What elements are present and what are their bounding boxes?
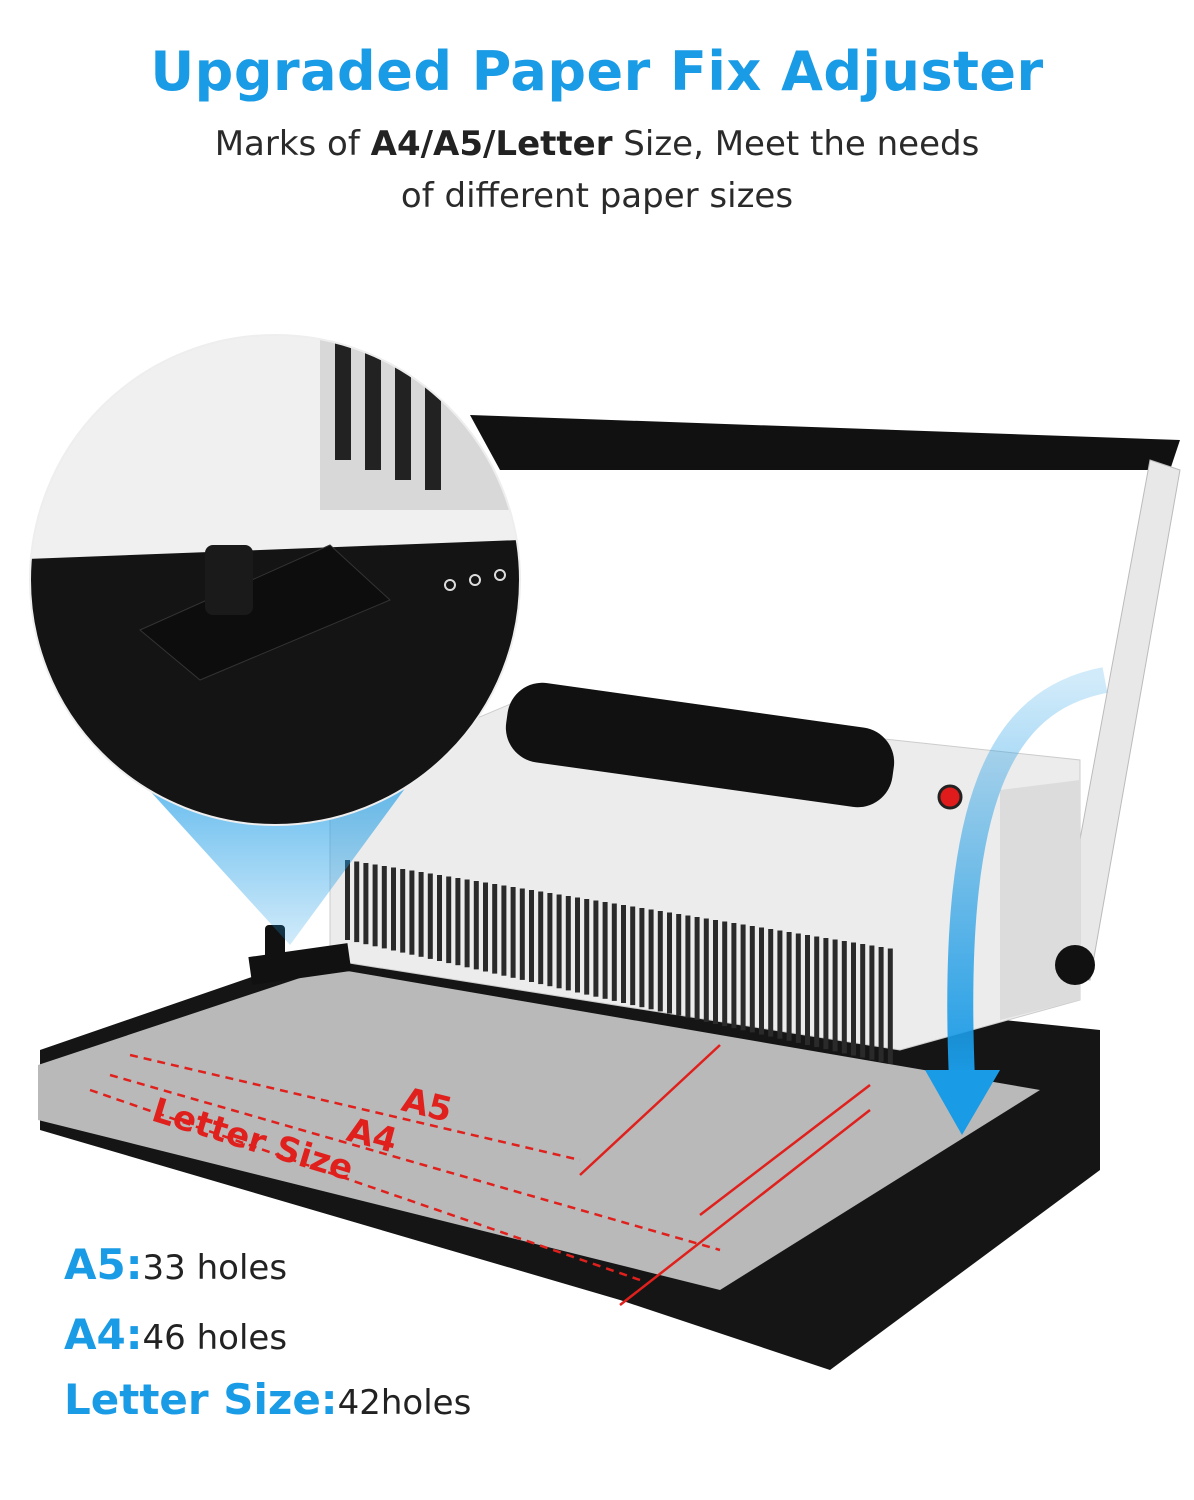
size-markings	[89, 1044, 871, 1306]
spec-a5: A5:33 holes	[64, 1240, 287, 1289]
punch-pin	[805, 935, 810, 1045]
punch-pin	[832, 939, 838, 1052]
punch-pin	[483, 882, 488, 972]
punch-pin	[381, 866, 387, 949]
punch-pin	[400, 869, 406, 953]
punch-pin	[887, 948, 893, 1064]
punch-pin	[363, 863, 369, 945]
punch-pin	[878, 947, 884, 1062]
spec-value: 46 holes	[142, 1318, 288, 1358]
punch-pin	[455, 878, 461, 966]
punch-pin	[519, 888, 525, 980]
punch-pin	[851, 942, 856, 1056]
punch-pin	[869, 945, 875, 1060]
spec-key: A4:	[64, 1310, 143, 1359]
punch-pin	[786, 932, 792, 1041]
press-down-arrow-icon	[925, 667, 1108, 1135]
punch-pin	[749, 926, 755, 1033]
punch-pin	[722, 921, 728, 1027]
punch-pin	[694, 917, 700, 1020]
subtitle: Marks of A4/A5/Letter Size, Meet the nee…	[0, 118, 1194, 222]
punch-pin	[409, 870, 415, 955]
punch-pin	[759, 927, 764, 1035]
punch-pin	[575, 897, 580, 993]
punch-pin	[630, 906, 636, 1006]
lever-handle	[470, 415, 1181, 981]
punch-pin	[593, 900, 599, 997]
spec-letter: Letter Size:42holes	[64, 1375, 471, 1424]
punch-pin	[731, 923, 737, 1029]
punch-pin	[667, 912, 672, 1014]
punch-pin	[648, 909, 654, 1010]
punch-pin	[538, 891, 544, 985]
punch-pin	[464, 879, 470, 968]
punch-pin	[418, 872, 424, 957]
subtitle-line2: of different paper sizes	[400, 176, 794, 216]
spec-key: A5:	[64, 1240, 143, 1289]
paper-tray	[38, 968, 1040, 1290]
page-title: Upgraded Paper Fix Adjuster	[150, 40, 1044, 103]
punch-pin	[391, 867, 396, 951]
punch-pin	[768, 929, 774, 1037]
punch-pin	[685, 915, 691, 1018]
punch-pin	[446, 876, 452, 964]
punch-pin	[657, 911, 663, 1012]
punch-pin	[501, 885, 507, 976]
punch-pin	[547, 893, 553, 987]
subtitle-suffix: Size, Meet the needs	[612, 124, 980, 164]
punch-pin	[611, 903, 617, 1001]
punch-pin	[529, 890, 534, 982]
punch-pin	[814, 936, 820, 1048]
paper-fix-adjuster	[248, 925, 352, 985]
punch-pins	[345, 860, 893, 1064]
punch-pin	[556, 894, 562, 989]
punch-pin	[713, 920, 718, 1024]
punch-pin	[510, 887, 516, 978]
punch-pin	[584, 899, 590, 995]
subtitle-bold: A4/A5/Letter	[370, 124, 613, 164]
punch-pin	[437, 875, 442, 961]
punch-pin	[777, 930, 783, 1039]
punch-pin	[565, 896, 571, 991]
punch-pin	[427, 873, 433, 959]
punch-pin	[676, 914, 682, 1016]
punch-pin	[492, 884, 498, 974]
punch-pin	[621, 905, 626, 1003]
spec-a4: A4:46 holes	[64, 1310, 287, 1359]
spec-value: 42holes	[337, 1383, 472, 1423]
punch-pin	[372, 864, 378, 947]
punch-pin	[345, 860, 350, 940]
punch-pin	[860, 944, 866, 1058]
punch-pin	[703, 918, 709, 1022]
punch-pin	[823, 938, 829, 1050]
punch-pin	[841, 941, 847, 1054]
punch-pin	[473, 881, 479, 970]
punch-pin	[795, 933, 801, 1043]
punch-pin	[602, 902, 608, 999]
spec-key: Letter Size:	[64, 1375, 338, 1424]
punch-pin	[639, 908, 645, 1008]
spec-value: 33 holes	[142, 1248, 288, 1288]
punch-pin	[740, 924, 746, 1031]
punch-pin	[354, 861, 360, 943]
subtitle-prefix: Marks of	[214, 124, 371, 164]
